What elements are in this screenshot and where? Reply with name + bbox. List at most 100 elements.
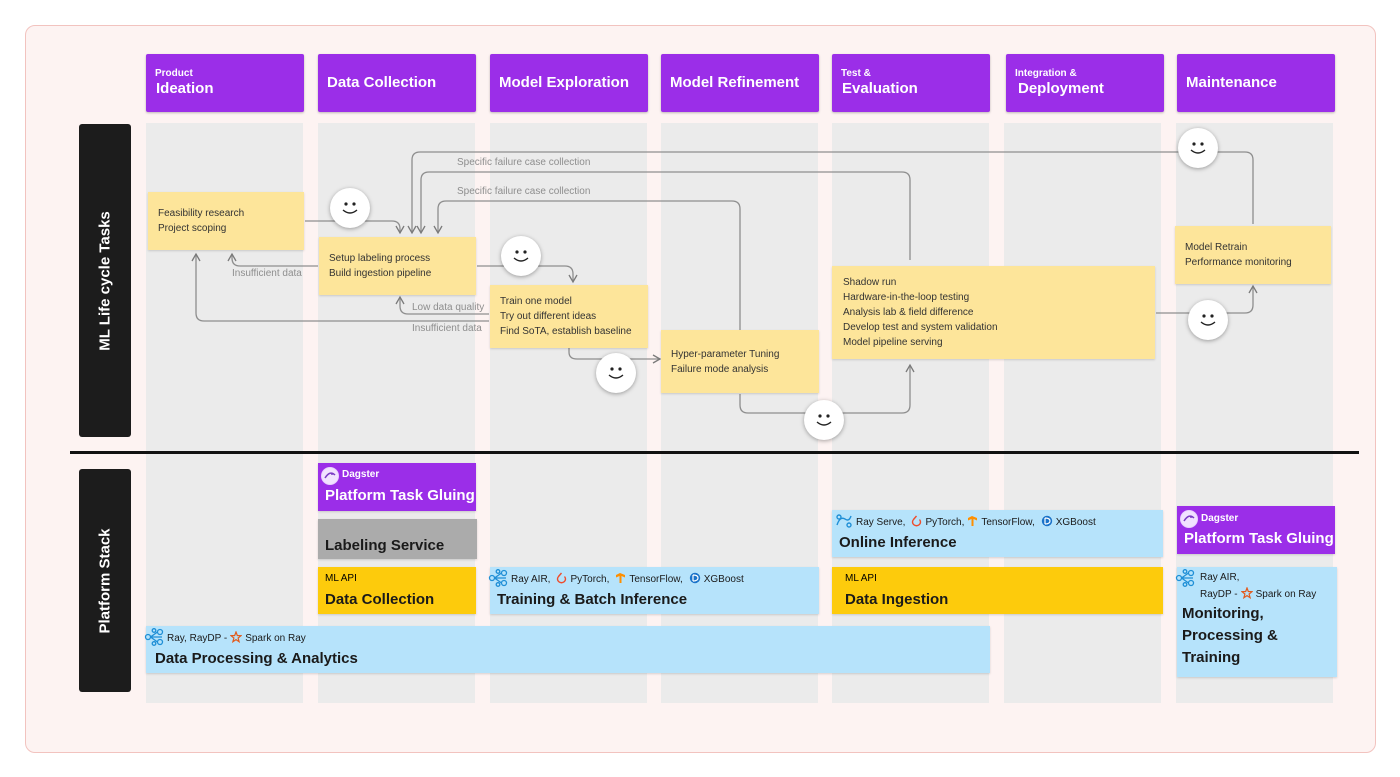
pytorch-icon xyxy=(556,572,567,587)
training-tech-4: XGBoost xyxy=(703,574,744,585)
note-maintenance: Model Retrain Performance monitoring xyxy=(1175,226,1331,284)
note-line: Feasibility research xyxy=(158,208,245,219)
note-line: Setup labeling process xyxy=(329,253,431,264)
flow-label-failure-2: Specific failure case collection xyxy=(457,186,591,197)
note-ideation: Feasibility research Project scoping xyxy=(148,192,304,250)
arrow-failure-case-middle xyxy=(416,171,911,260)
note-line: Build ingestion pipeline xyxy=(329,268,432,279)
dagster-logo-icon xyxy=(321,467,339,485)
online-tech-2: PyTorch, xyxy=(925,517,965,528)
smiley-icon xyxy=(1188,300,1228,340)
smiley-icon xyxy=(1178,128,1218,168)
ray-serve-icon xyxy=(835,513,853,532)
phase-title: Maintenance xyxy=(1186,74,1277,91)
lifecycle-tasks-label: ML Life cycle Tasks xyxy=(79,124,131,437)
smiley-icon xyxy=(596,353,636,393)
processing-tech-row: Ray, RayDP - Spark on Ray xyxy=(144,628,306,649)
data-processing-box: Ray, RayDP - Spark on Ray Data Processin… xyxy=(144,626,990,673)
monitoring-tech-1: Ray AIR, xyxy=(1200,572,1240,583)
processing-tech-1: Ray, RayDP - xyxy=(167,633,228,644)
note-line: Project scoping xyxy=(158,223,227,234)
phase-model-refinement: Model Refinement xyxy=(661,54,819,112)
arrow-data-to-exploration xyxy=(477,265,578,284)
flow-label-insufficient-2: Insufficient data xyxy=(412,323,482,334)
platform-stack-label: Platform Stack xyxy=(79,469,131,692)
phase-title: Data Collection xyxy=(327,74,437,91)
platform-task-gluing-box: Dagster Platform Task Gluing xyxy=(318,463,476,511)
online-tech-3: TensorFlow, xyxy=(981,517,1035,528)
training-tech-row: Ray AIR, PyTorch, TensorFlow, XGBoost xyxy=(488,569,744,590)
labeling-service-box: Labeling Service xyxy=(318,519,477,559)
monitoring-tech-row-2: RayDP - Spark on Ray xyxy=(1200,586,1316,602)
phase-model-exploration: Model Exploration xyxy=(490,54,648,112)
note-line: Model pipeline serving xyxy=(843,337,943,348)
note-line: Find SoTA, establish baseline xyxy=(500,326,632,337)
phase-title: Model Refinement xyxy=(670,74,800,91)
data-ingestion-api-title: Data Ingestion xyxy=(845,591,949,608)
note-line: Develop test and system validation xyxy=(843,322,998,333)
training-batch-inference-box: Ray AIR, PyTorch, TensorFlow, XGBoost Tr… xyxy=(488,567,819,614)
monitoring-box: Ray AIR, RayDP - Spark on Ray Monitoring… xyxy=(1175,567,1337,677)
note-line: Shadow run xyxy=(843,277,897,288)
processing-tech-2: Spark on Ray xyxy=(245,633,306,644)
note-line: Model Retrain xyxy=(1185,242,1248,253)
smiley-icon xyxy=(330,188,370,228)
ray-icon xyxy=(1175,569,1195,592)
monitoring-title-line-3: Training xyxy=(1182,649,1241,666)
phase-title: Model Exploration xyxy=(499,74,630,91)
note-line: Hyper-parameter Tuning xyxy=(671,348,780,360)
phase-data-collection: Data Collection xyxy=(318,54,476,112)
section-divider xyxy=(70,451,1359,454)
note-line: Train one model xyxy=(500,296,572,307)
phase-title: Evaluation xyxy=(842,80,918,97)
phase-test-evaluation: Test & Evaluation xyxy=(832,54,990,112)
ml-api-label: ML API xyxy=(845,573,877,584)
arrow-failure-case-inner xyxy=(433,200,741,330)
flow-label-low-quality: Low data quality xyxy=(412,302,485,313)
online-inference-title: Online Inference xyxy=(839,534,957,551)
flow-label-failure-1: Specific failure case collection xyxy=(457,157,591,168)
smiley-icon xyxy=(804,400,844,440)
arrow-test-to-maintenance xyxy=(1156,284,1258,314)
note-line: Performance monitoring xyxy=(1185,257,1292,268)
monitoring-title-line-2: Processing & xyxy=(1182,627,1278,644)
platform-task-gluing-box: Dagster Platform Task Gluing xyxy=(1177,506,1335,554)
ray-icon xyxy=(144,628,164,649)
training-tech-3: TensorFlow, xyxy=(629,574,683,585)
monitoring-title-line-1: Monitoring, xyxy=(1182,605,1264,622)
dagster-logo-text: Dagster xyxy=(1201,513,1239,524)
spark-icon xyxy=(1239,586,1254,602)
note-model-exploration: Train one model Try out different ideas … xyxy=(490,285,648,348)
note-model-refinement: Hyper-parameter Tuning Failure mode anal… xyxy=(661,330,819,393)
training-tech-2: PyTorch, xyxy=(570,574,610,585)
arrow-low-data-quality xyxy=(395,295,489,315)
arrow-insufficient-data-2 xyxy=(191,252,489,322)
phase-title: Ideation xyxy=(156,80,214,97)
arrow-exploration-to-refinement xyxy=(568,347,662,364)
ml-api-label: ML API xyxy=(325,573,357,584)
note-line: Hardware-in-the-loop testing xyxy=(843,292,970,303)
dagster-logo-icon xyxy=(1180,510,1198,528)
online-tech-1: Ray Serve, xyxy=(856,517,906,528)
note-line: Failure mode analysis xyxy=(671,363,769,375)
dagster-logo-text: Dagster xyxy=(342,469,380,480)
flow-label-insufficient-1: Insufficient data xyxy=(232,268,302,279)
data-collection-api-title: Data Collection xyxy=(325,591,435,608)
arrow-failure-case-outer xyxy=(407,151,1254,235)
phase-title: Deployment xyxy=(1018,80,1104,97)
phase-sub: Integration & xyxy=(1015,68,1077,79)
phase-ideation: Product Ideation xyxy=(146,54,304,112)
online-tech-row: Ray Serve, PyTorch, TensorFlow, XGBoost xyxy=(835,513,1096,532)
platform-task-gluing-title: Platform Task Gluing xyxy=(1184,530,1334,547)
data-ingestion-api-box: ML API Data Ingestion xyxy=(832,567,1163,614)
online-inference-box: Ray Serve, PyTorch, TensorFlow, XGBoost … xyxy=(832,510,1163,557)
xgboost-icon xyxy=(689,572,701,587)
note-line: Try out different ideas xyxy=(500,311,597,322)
phase-deployment: Integration & Deployment xyxy=(1006,54,1164,112)
smiley-icon xyxy=(501,236,541,276)
note-line: Analysis lab & field difference xyxy=(843,307,974,318)
phase-sub: Test & xyxy=(841,68,871,79)
training-batch-inference-title: Training & Batch Inference xyxy=(497,591,688,608)
platform-task-gluing-title: Platform Task Gluing xyxy=(325,487,475,504)
spark-icon xyxy=(229,630,243,646)
